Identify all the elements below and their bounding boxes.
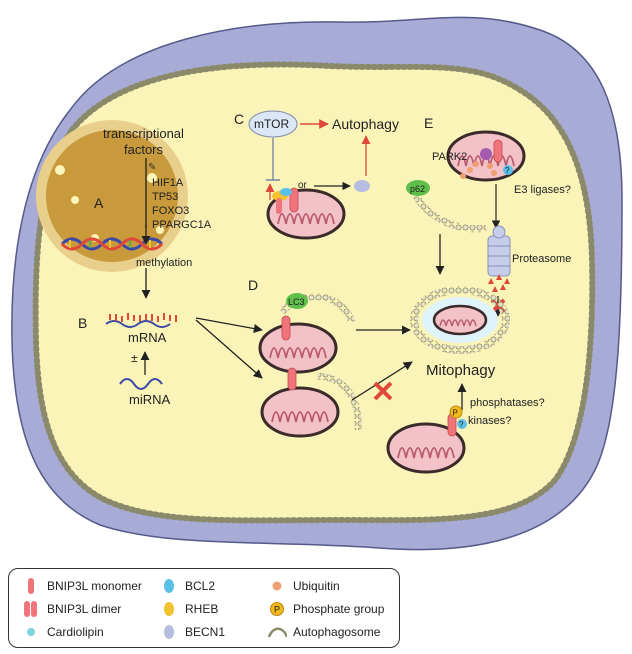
factor-hif1a: HIF1A: [152, 177, 184, 189]
cardiolipin-icon: [21, 623, 41, 641]
kinases-label: kinases?: [468, 415, 511, 427]
svg-text:P: P: [274, 605, 280, 615]
factor-ppargc1a: PPARGC1A: [152, 219, 212, 231]
nucleus-title-line1: transcriptional: [103, 126, 184, 141]
mirna-label: miRNA: [129, 392, 170, 407]
p62-label: p62: [410, 184, 425, 194]
phosphate-icon: [449, 405, 463, 419]
phosphate-legend-icon: P: [267, 600, 287, 618]
park2-protein: [480, 148, 492, 160]
proteasome-label: Proteasome: [512, 253, 571, 265]
plusminus-label: ±: [131, 351, 138, 365]
kinase-question: ?: [459, 420, 464, 429]
cell: [11, 16, 623, 551]
autophagosome-d2: [317, 372, 362, 431]
panel-b-label: B: [78, 315, 87, 331]
blocked-icon: [373, 381, 393, 401]
legend-item: RHEB: [159, 600, 218, 618]
legend-item: BCL2: [159, 577, 215, 595]
panel-e-label: E: [424, 115, 433, 131]
methylation-label: methylation: [136, 257, 192, 269]
autophagy-label: Autophagy: [332, 116, 399, 132]
lc3-protein: [286, 293, 308, 309]
becn1-icon: [159, 623, 179, 641]
p62-protein: [406, 180, 430, 196]
legend-item: Autophagosome: [267, 623, 380, 641]
mirna-strand: [119, 378, 163, 390]
autophagosome-icon: [267, 623, 287, 641]
ubiquitin-icon: [267, 577, 287, 595]
factor-tp53: TP53: [152, 191, 178, 203]
proteasome-icon: [487, 225, 511, 277]
legend-item: Ubiquitin: [267, 577, 340, 595]
pen-icon: ✎: [148, 162, 156, 173]
legend-item: BECN1: [159, 623, 225, 641]
mitophagy-autophagosome: [410, 286, 510, 354]
legend-item: P Phosphate group: [267, 600, 384, 618]
e3-question: ?: [505, 166, 510, 175]
autophagosome-e: [412, 194, 487, 233]
mtor-bubble: [248, 110, 298, 138]
bcl2-protein: [280, 188, 292, 196]
or-label: or: [298, 180, 308, 191]
rheb-icon: [159, 600, 179, 618]
kinase-marker: [457, 419, 467, 429]
legend-item: BNIP3L monomer: [21, 577, 142, 595]
bnip3l-monomer-icon: [21, 577, 41, 595]
legend: BNIP3L monomer BCL2 Ubiquitin BNIP3L dim…: [8, 568, 400, 648]
ubiquitin-chain: [460, 161, 497, 179]
bcl2-icon: [159, 577, 179, 595]
factor-foxo3: FOXO3: [152, 205, 189, 217]
mtor-label: mTOR: [254, 117, 289, 131]
lc3-label: LC3: [288, 297, 305, 307]
mitophagy-label: Mitophagy: [426, 362, 496, 379]
mrna-label: mRNA: [128, 330, 167, 345]
peptide-fragments: [488, 274, 510, 292]
nucleus-title-line2: factors: [124, 142, 164, 157]
becn1-protein: [354, 180, 370, 192]
legend-item: Cardiolipin: [21, 623, 104, 641]
panel-c-label: C: [234, 111, 244, 127]
phosphatases-label: phosphatases?: [470, 397, 545, 409]
mitochondrion-d1: [258, 322, 338, 374]
bnip3l-dimer-icon: [21, 600, 41, 618]
e3-ligase-marker: [503, 165, 513, 175]
park2-label: PARK2: [432, 151, 467, 163]
e3-ligases-label: E3 ligases?: [514, 184, 571, 196]
panel-a-label: A: [94, 195, 104, 211]
mitochondrion-d2: [260, 386, 340, 438]
panel-d-label: D: [248, 277, 258, 293]
phosphate-p: P: [453, 409, 458, 418]
legend-item: BNIP3L dimer: [21, 600, 121, 618]
mrna-strand: [105, 313, 177, 328]
